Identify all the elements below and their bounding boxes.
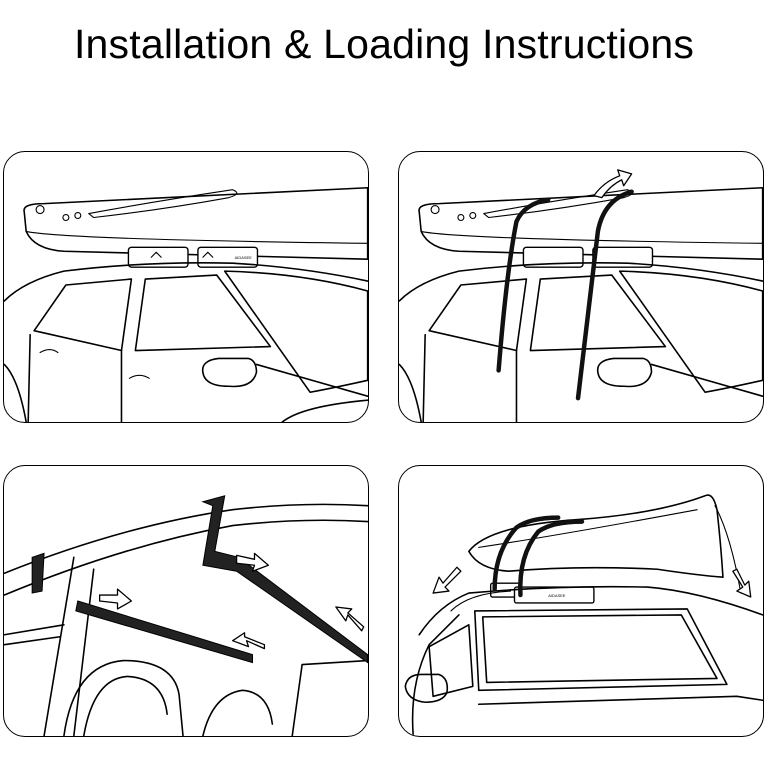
strap-icon xyxy=(496,189,634,401)
car-icon xyxy=(4,262,368,422)
pad-brand-label: AIDASEE xyxy=(235,255,253,260)
foam-pad-icon: AIDASEE xyxy=(489,582,595,604)
arrow-icon xyxy=(98,552,365,650)
car-icon xyxy=(399,262,763,422)
step-3-illustration xyxy=(4,495,368,736)
arrow-icon xyxy=(432,566,752,598)
arrow-icon xyxy=(593,169,633,199)
step-4-illustration: AIDASEE xyxy=(404,494,763,736)
pad-brand-label: AIDASEE xyxy=(548,593,566,598)
step-1-panel: AIDASEE xyxy=(3,151,369,423)
step-1-illustration: AIDASEE xyxy=(4,186,368,422)
strap-icon xyxy=(31,495,368,664)
step-2-illustration xyxy=(399,169,763,422)
step-3-panel xyxy=(3,465,369,737)
kayak-icon xyxy=(418,186,763,260)
step-4-panel: AIDASEE xyxy=(398,465,764,737)
kayak-icon xyxy=(23,186,368,260)
car-icon xyxy=(404,585,763,736)
car-interior-icon xyxy=(4,503,368,736)
step-2-panel xyxy=(398,151,764,423)
page-title: Installation & Loading Instructions xyxy=(73,21,695,67)
